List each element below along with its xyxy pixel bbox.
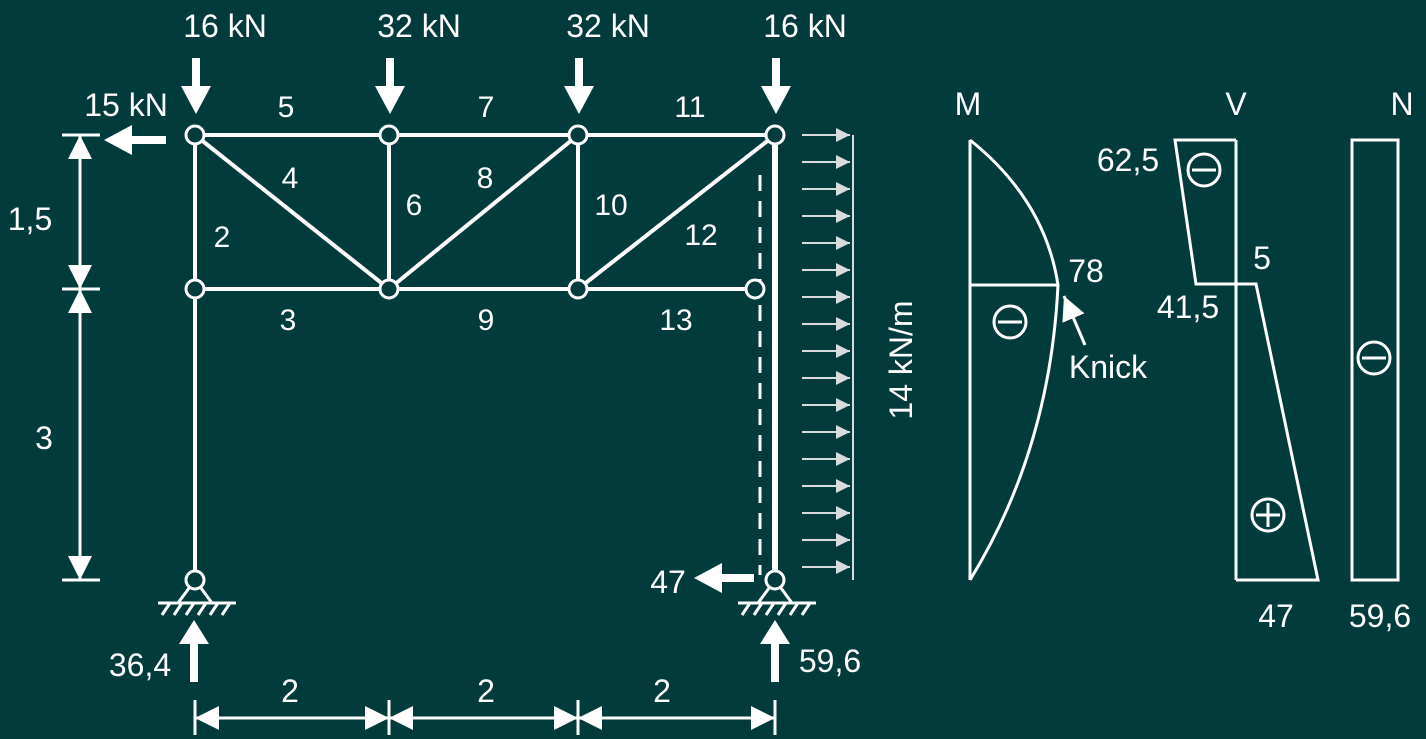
- member-label-7: 7: [478, 91, 495, 124]
- shear-diagram-title: V: [1225, 86, 1247, 122]
- diagonal-12: [576, 133, 777, 291]
- member-label-4: 4: [282, 162, 299, 195]
- minus-sign-icon: [992, 304, 1028, 340]
- reaction-left-label: 36,4: [109, 647, 171, 683]
- diagonal-8: [387, 133, 580, 291]
- normal-diagram: [1350, 138, 1400, 582]
- joint: [567, 124, 589, 146]
- dim-upper-height: 1,5: [8, 201, 52, 237]
- joints: [184, 124, 786, 300]
- normal-value-label: 59,6: [1349, 598, 1411, 634]
- minus-sign-icon: [1356, 340, 1392, 376]
- load-label-2: 32 kN: [377, 8, 461, 44]
- shear-top-label: 62,5: [1097, 142, 1159, 178]
- horizontal-load-label: 15 kN: [84, 87, 168, 123]
- diagonal-4: [193, 133, 391, 291]
- dim-width-2: 2: [477, 673, 495, 709]
- load-arrow-icon: [181, 58, 211, 114]
- distributed-load-label: 14 kN/m: [883, 300, 919, 419]
- normal-diagram-title: N: [1390, 86, 1413, 122]
- load-label-3: 32 kN: [566, 8, 650, 44]
- dim-lower-height: 3: [35, 420, 53, 456]
- left-support-icon: [158, 569, 236, 616]
- shear-mid-low-label: 41,5: [1157, 289, 1219, 325]
- right-support-icon: [738, 569, 816, 616]
- member-label-12: 12: [684, 219, 717, 252]
- load-arrow-icon: [375, 58, 405, 114]
- plus-sign-icon: [1250, 497, 1286, 533]
- member-label-2: 2: [214, 221, 231, 254]
- distributed-load-arrows: [802, 128, 854, 580]
- shear-diagram: [1173, 138, 1320, 582]
- joint: [378, 124, 400, 146]
- shear-mid-label: 5: [1253, 240, 1271, 276]
- member-label-5: 5: [278, 91, 295, 124]
- horizontal-load-arrow-icon: [104, 125, 166, 155]
- joint: [184, 278, 206, 300]
- joint: [184, 124, 206, 146]
- member-label-13: 13: [659, 304, 692, 337]
- dim-width-3: 2: [653, 673, 671, 709]
- joint: [567, 278, 589, 300]
- horizontal-dimension: [193, 700, 777, 735]
- moment-value-label: 78: [1068, 253, 1104, 289]
- member-label-6: 6: [406, 189, 423, 222]
- joint: [764, 124, 786, 146]
- moment-diagram-title: M: [955, 86, 982, 122]
- reaction-arrow-icon: [694, 563, 754, 593]
- moment-diagram: [968, 138, 1060, 581]
- minus-sign-icon: [1186, 152, 1222, 188]
- vertical-dimension: [62, 133, 100, 582]
- member-label-10: 10: [594, 189, 627, 222]
- reaction-horizontal-label: 47: [650, 564, 686, 600]
- knick-pointer: [1062, 295, 1087, 346]
- load-label-4: 16 kN: [763, 8, 847, 44]
- load-arrow-icon: [761, 58, 791, 114]
- point-load-arrows: [104, 58, 791, 682]
- load-label-1: 16 kN: [183, 8, 267, 44]
- member-label-11: 11: [674, 91, 705, 124]
- shear-bottom-label: 47: [1258, 598, 1294, 634]
- load-arrow-icon: [564, 58, 594, 114]
- reaction-right-label: 59,6: [799, 643, 861, 679]
- truss-members: [193, 133, 778, 580]
- reaction-arrow-icon: [179, 620, 209, 682]
- joint: [744, 278, 766, 300]
- knick-label: Knick: [1069, 349, 1148, 385]
- dim-width-1: 2: [281, 673, 299, 709]
- member-label-8: 8: [477, 162, 494, 195]
- joint: [378, 278, 400, 300]
- member-label-9: 9: [478, 304, 495, 337]
- reaction-arrow-icon: [760, 620, 790, 682]
- member-label-3: 3: [280, 304, 297, 337]
